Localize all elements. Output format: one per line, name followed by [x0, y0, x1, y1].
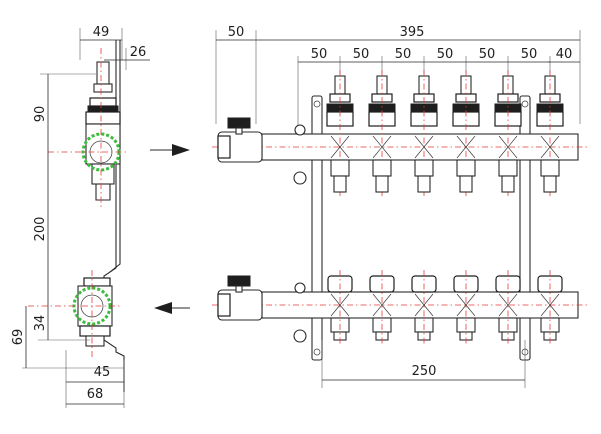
dim-spacing-text: 50: [479, 47, 496, 62]
outlet-1: [326, 70, 354, 344]
outlet-tail: [501, 175, 515, 193]
dim-spacing-text: 50: [521, 47, 538, 62]
return-cross-b: [414, 293, 434, 317]
side-top-valve: [85, 61, 121, 201]
side-bracket: [103, 40, 125, 392]
side-bottom-nut-bottom: [79, 325, 111, 337]
return-valve-handle: [227, 275, 251, 287]
outlet-tail-nut: [456, 159, 476, 177]
outlet-spacing-dimensions: 50 50 50 50 50 50: [297, 47, 551, 130]
return-cross-b: [330, 293, 350, 317]
dim-end-40-text: 40: [556, 47, 573, 62]
dim-250-text: 250: [412, 364, 437, 379]
dim-200-text: 200: [33, 217, 48, 242]
right-arrow-icon: [150, 144, 190, 156]
dim-49-text: 49: [93, 25, 110, 40]
dim-spacing-text: 50: [395, 47, 412, 62]
supply-ball-valve: [217, 117, 307, 185]
front-view: 50 395 50 50 50 50 50 50 40: [212, 25, 590, 388]
side-bottom-tail: [85, 335, 105, 347]
return-cross-b: [456, 293, 476, 317]
return-air-vent: [294, 282, 306, 294]
side-top-nut-1: [89, 97, 117, 107]
dim-45-text: 45: [94, 365, 111, 380]
side-bottom-bore: [80, 294, 104, 318]
bracket-hole-1: [313, 100, 321, 108]
dim-26-text: 26: [130, 45, 147, 60]
supply-air-vent: [294, 124, 306, 136]
left-arrow-icon: [154, 302, 190, 314]
dim-inlet-50-text: 50: [228, 25, 245, 40]
side-top-body: [85, 123, 121, 165]
outlet-cross-b: [330, 135, 350, 159]
outlet-cross-b: [498, 135, 518, 159]
dim-395-text: 395: [400, 25, 425, 40]
outlet-tail-nut: [540, 159, 560, 177]
dim-69-text: 69: [11, 329, 26, 346]
side-top-stem: [96, 61, 110, 85]
outlet-tail: [543, 175, 557, 193]
side-top-nut-2: [85, 111, 121, 125]
supply-valve-handle: [227, 117, 251, 129]
return-drain-knob: [293, 329, 307, 343]
outlet-tail: [459, 175, 473, 193]
outlet-tail-nut: [498, 159, 518, 177]
outlet-group: [326, 70, 564, 344]
return-valve-stem: [235, 285, 243, 293]
dim-spacing-text: 50: [353, 47, 370, 62]
bracket-hole-3: [313, 348, 321, 356]
outlet-3: [410, 70, 438, 344]
dim-spacing-text: 50: [437, 47, 454, 62]
dim-spacing-text: 50: [311, 47, 328, 62]
side-top-ring: [87, 105, 119, 113]
outlet-cross-b: [372, 135, 392, 159]
outlet-tail-nut: [414, 159, 434, 177]
dim-68-text: 68: [87, 387, 104, 402]
supply-valve-nut: [217, 135, 231, 159]
dim-90-text: 90: [33, 106, 48, 123]
supply-valve-stem: [235, 127, 243, 135]
return-ball-valve: [217, 275, 307, 343]
return-cross-b: [498, 293, 518, 317]
outlet-4: [452, 70, 480, 344]
return-cross-b: [372, 293, 392, 317]
outlet-tail: [333, 175, 347, 193]
bracket-hole-2: [521, 100, 529, 108]
outlet-2: [368, 70, 396, 344]
outlet-tail: [417, 175, 431, 193]
outlet-tail: [375, 175, 389, 193]
return-valve-nut: [217, 293, 231, 317]
outlet-cross-b: [540, 135, 560, 159]
return-cross-b: [540, 293, 560, 317]
supply-drain-knob: [293, 171, 307, 185]
side-top-tail: [95, 184, 111, 201]
side-top-cap: [93, 83, 113, 93]
outlet-tail-nut: [372, 159, 392, 177]
outlet-cross-b: [456, 135, 476, 159]
dim-34-text: 34: [33, 315, 48, 332]
outlet-tail-nut: [330, 159, 350, 177]
outlet-cross-b: [414, 135, 434, 159]
outlet-6: [536, 70, 564, 344]
side-view: 49 26 90 200 34 69 45 68: [11, 25, 150, 408]
outlet-5: [494, 70, 522, 344]
side-bottom-nut-top: [83, 277, 111, 287]
